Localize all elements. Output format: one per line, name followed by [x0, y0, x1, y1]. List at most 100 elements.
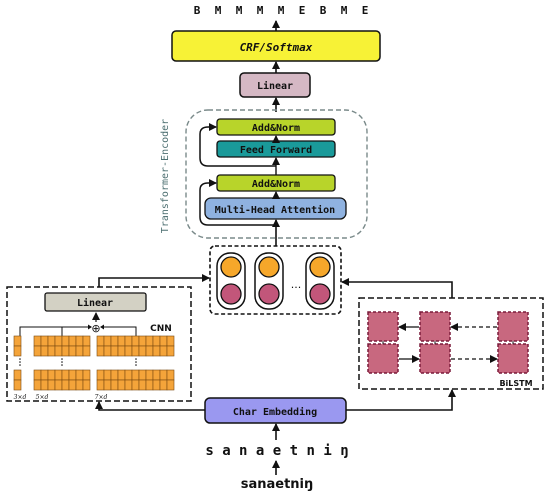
pink-feature-circle [220, 283, 242, 305]
lstm-cell [497, 343, 529, 374]
transformer-encoder-label: Transformer-Encoder [160, 119, 171, 233]
ellipsis-dot [61, 358, 63, 360]
cnn-cell [138, 379, 147, 391]
cnn-linear-label: Linear [77, 297, 113, 309]
cnn-cell [103, 345, 112, 357]
cnn-cell [54, 379, 63, 391]
cnn-cell [96, 345, 105, 357]
orange-feature-circle [220, 256, 242, 278]
output-tag: M [278, 4, 285, 17]
cnn-cell [61, 369, 70, 381]
input-word: sanaetniŋ [241, 477, 314, 492]
cnn-cell [47, 335, 56, 347]
input-characters: s a n a e t n i ŋ [205, 443, 348, 459]
output-tag: E [362, 4, 369, 17]
cnn-cell [166, 369, 175, 381]
output-tag: M [236, 4, 243, 17]
cnn-cell [54, 369, 63, 381]
cnn-cell [13, 345, 22, 357]
cnn-cell [75, 369, 84, 381]
cnn-cell [117, 379, 126, 391]
add-norm-bottom-label: Add&Norm [252, 179, 300, 190]
linear-top-label: Linear [257, 80, 293, 92]
cnn-cell [75, 335, 84, 347]
cnn-cell [131, 369, 140, 381]
cnn-cell [145, 369, 154, 381]
arrow-cnn-to-concat [98, 274, 210, 287]
cnn-cell [47, 345, 56, 357]
lstm-cell [419, 343, 451, 374]
feature-pair-1 [216, 252, 246, 310]
output-tag: B [320, 4, 327, 17]
cnn-cell [33, 345, 42, 357]
cnn-cell [117, 369, 126, 381]
ellipsis-dot [135, 358, 137, 360]
output-tag: M [257, 4, 264, 17]
concat-ellipsis: ... [291, 278, 302, 291]
cnn-cell [152, 335, 161, 347]
ellipsis-dot [135, 364, 137, 366]
cnn-cell [96, 335, 105, 347]
arrow-embedding-to-bilstm [346, 389, 456, 411]
ellipsis-dot [19, 358, 21, 360]
cnn-cell [152, 345, 161, 357]
ellipsis-dot [135, 361, 137, 363]
crf-softmax-label: CRF/Softmax [240, 41, 313, 54]
cnn-cell [75, 379, 84, 391]
cnn-cell [138, 369, 147, 381]
cnn-cell [131, 345, 140, 357]
output-tag-row: B M M M M E B M E [194, 4, 369, 17]
cnn-cell [13, 335, 22, 347]
lstm-cell [419, 311, 451, 342]
char-embedding-label: Char Embedding [233, 406, 317, 418]
lstm-cell [497, 311, 529, 342]
cnn-cell [159, 369, 168, 381]
cnn-dim-label: 7×d [95, 394, 108, 401]
cnn-cell [40, 379, 49, 391]
lstm-cells [367, 311, 529, 374]
concat-operator-icon: ⊕ [91, 322, 100, 335]
transformer-encoder-frame [185, 109, 368, 239]
arrow-embedding-to-cnn [95, 401, 205, 411]
ellipsis-dot [61, 364, 63, 366]
output-tag: M [341, 4, 348, 17]
cnn-cell [96, 369, 105, 381]
cnn-linear-box [44, 292, 147, 312]
cnn-cell [159, 379, 168, 391]
cnn-cell [68, 345, 77, 357]
output-tag: B [194, 4, 201, 17]
cnn-cell [145, 345, 154, 357]
output-tag: E [299, 4, 306, 17]
cnn-dim-label: 5×d [36, 394, 49, 401]
ellipsis-dot [61, 361, 63, 363]
cnn-cell [68, 335, 77, 347]
residual-connection-attention [199, 179, 276, 226]
ellipsis-dot [19, 364, 21, 366]
cnn-cell [145, 335, 154, 347]
cnn-cell [82, 369, 91, 381]
cnn-cell [103, 335, 112, 347]
cnn-cell [40, 335, 49, 347]
add-norm-top-label: Add&Norm [252, 123, 300, 134]
cnn-cell [124, 335, 133, 347]
cnn-cell [166, 335, 175, 347]
bilstm-frame [358, 297, 544, 390]
cnn-cell [68, 369, 77, 381]
arrow-bilstm-to-concat [341, 278, 453, 298]
cnn-cell [47, 369, 56, 381]
cnn-cell [166, 379, 175, 391]
cnn-cell [68, 379, 77, 391]
cnn-cell [138, 335, 147, 347]
feed-forward-label: Feed Forward [240, 145, 312, 156]
cnn-cell [13, 379, 22, 391]
lstm-cell [367, 311, 399, 342]
cnn-cell [159, 335, 168, 347]
cnn-cell [152, 379, 161, 391]
cnn-cell [47, 379, 56, 391]
lstm-cell [367, 343, 399, 374]
cnn-cell [96, 379, 105, 391]
output-tag: M [215, 4, 222, 17]
cnn-cell [75, 345, 84, 357]
cnn-cell [152, 369, 161, 381]
